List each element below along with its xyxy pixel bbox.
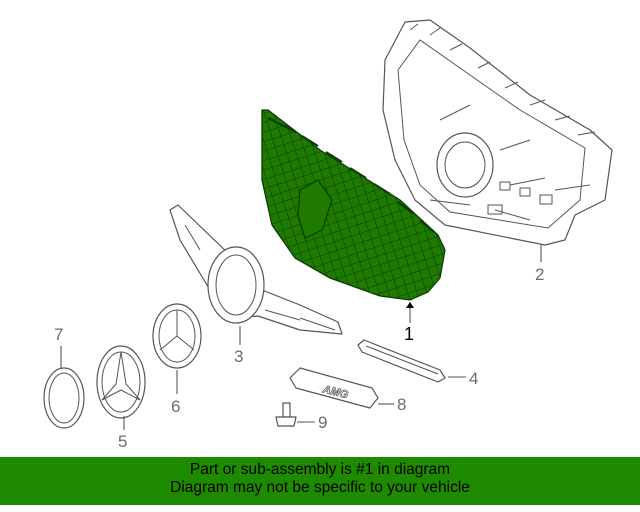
callout-5: 5 — [118, 432, 127, 451]
leader-lines — [60, 245, 542, 430]
callout-7: 7 — [54, 325, 63, 344]
amg-emblem-part-8[interactable]: AMG — [289, 367, 379, 409]
callout-6: 6 — [171, 397, 180, 416]
grille-frame-part-2[interactable] — [382, 19, 613, 246]
callout-8: 8 — [397, 395, 406, 414]
screw-part-9[interactable] — [275, 402, 297, 427]
parts-diagram: AMG 1 2 3 4 5 6 7 8 9 — [43, 19, 613, 451]
callout-9: 9 — [318, 413, 327, 432]
notice-line-2: Diagram may not be specific to your vehi… — [170, 479, 470, 496]
leader-1-arrow — [406, 302, 414, 308]
notice-banner: Part or sub-assembly is #1 in diagram Di… — [0, 457, 640, 505]
callout-4: 4 — [469, 369, 478, 388]
callout-3: 3 — [234, 347, 243, 366]
emblem-mount-part-6[interactable] — [152, 303, 202, 369]
callout-1: 1 — [404, 324, 414, 344]
grille-part-1[interactable] — [261, 109, 446, 301]
star-emblem-part-5[interactable] — [96, 345, 146, 419]
callout-2: 2 — [535, 265, 544, 284]
emblem-ring-part-7[interactable] — [43, 367, 85, 429]
emblem-housing-part-3[interactable] — [169, 204, 343, 335]
trim-strip-part-4[interactable] — [357, 339, 446, 383]
notice-line-1: Part or sub-assembly is #1 in diagram — [189, 461, 451, 478]
